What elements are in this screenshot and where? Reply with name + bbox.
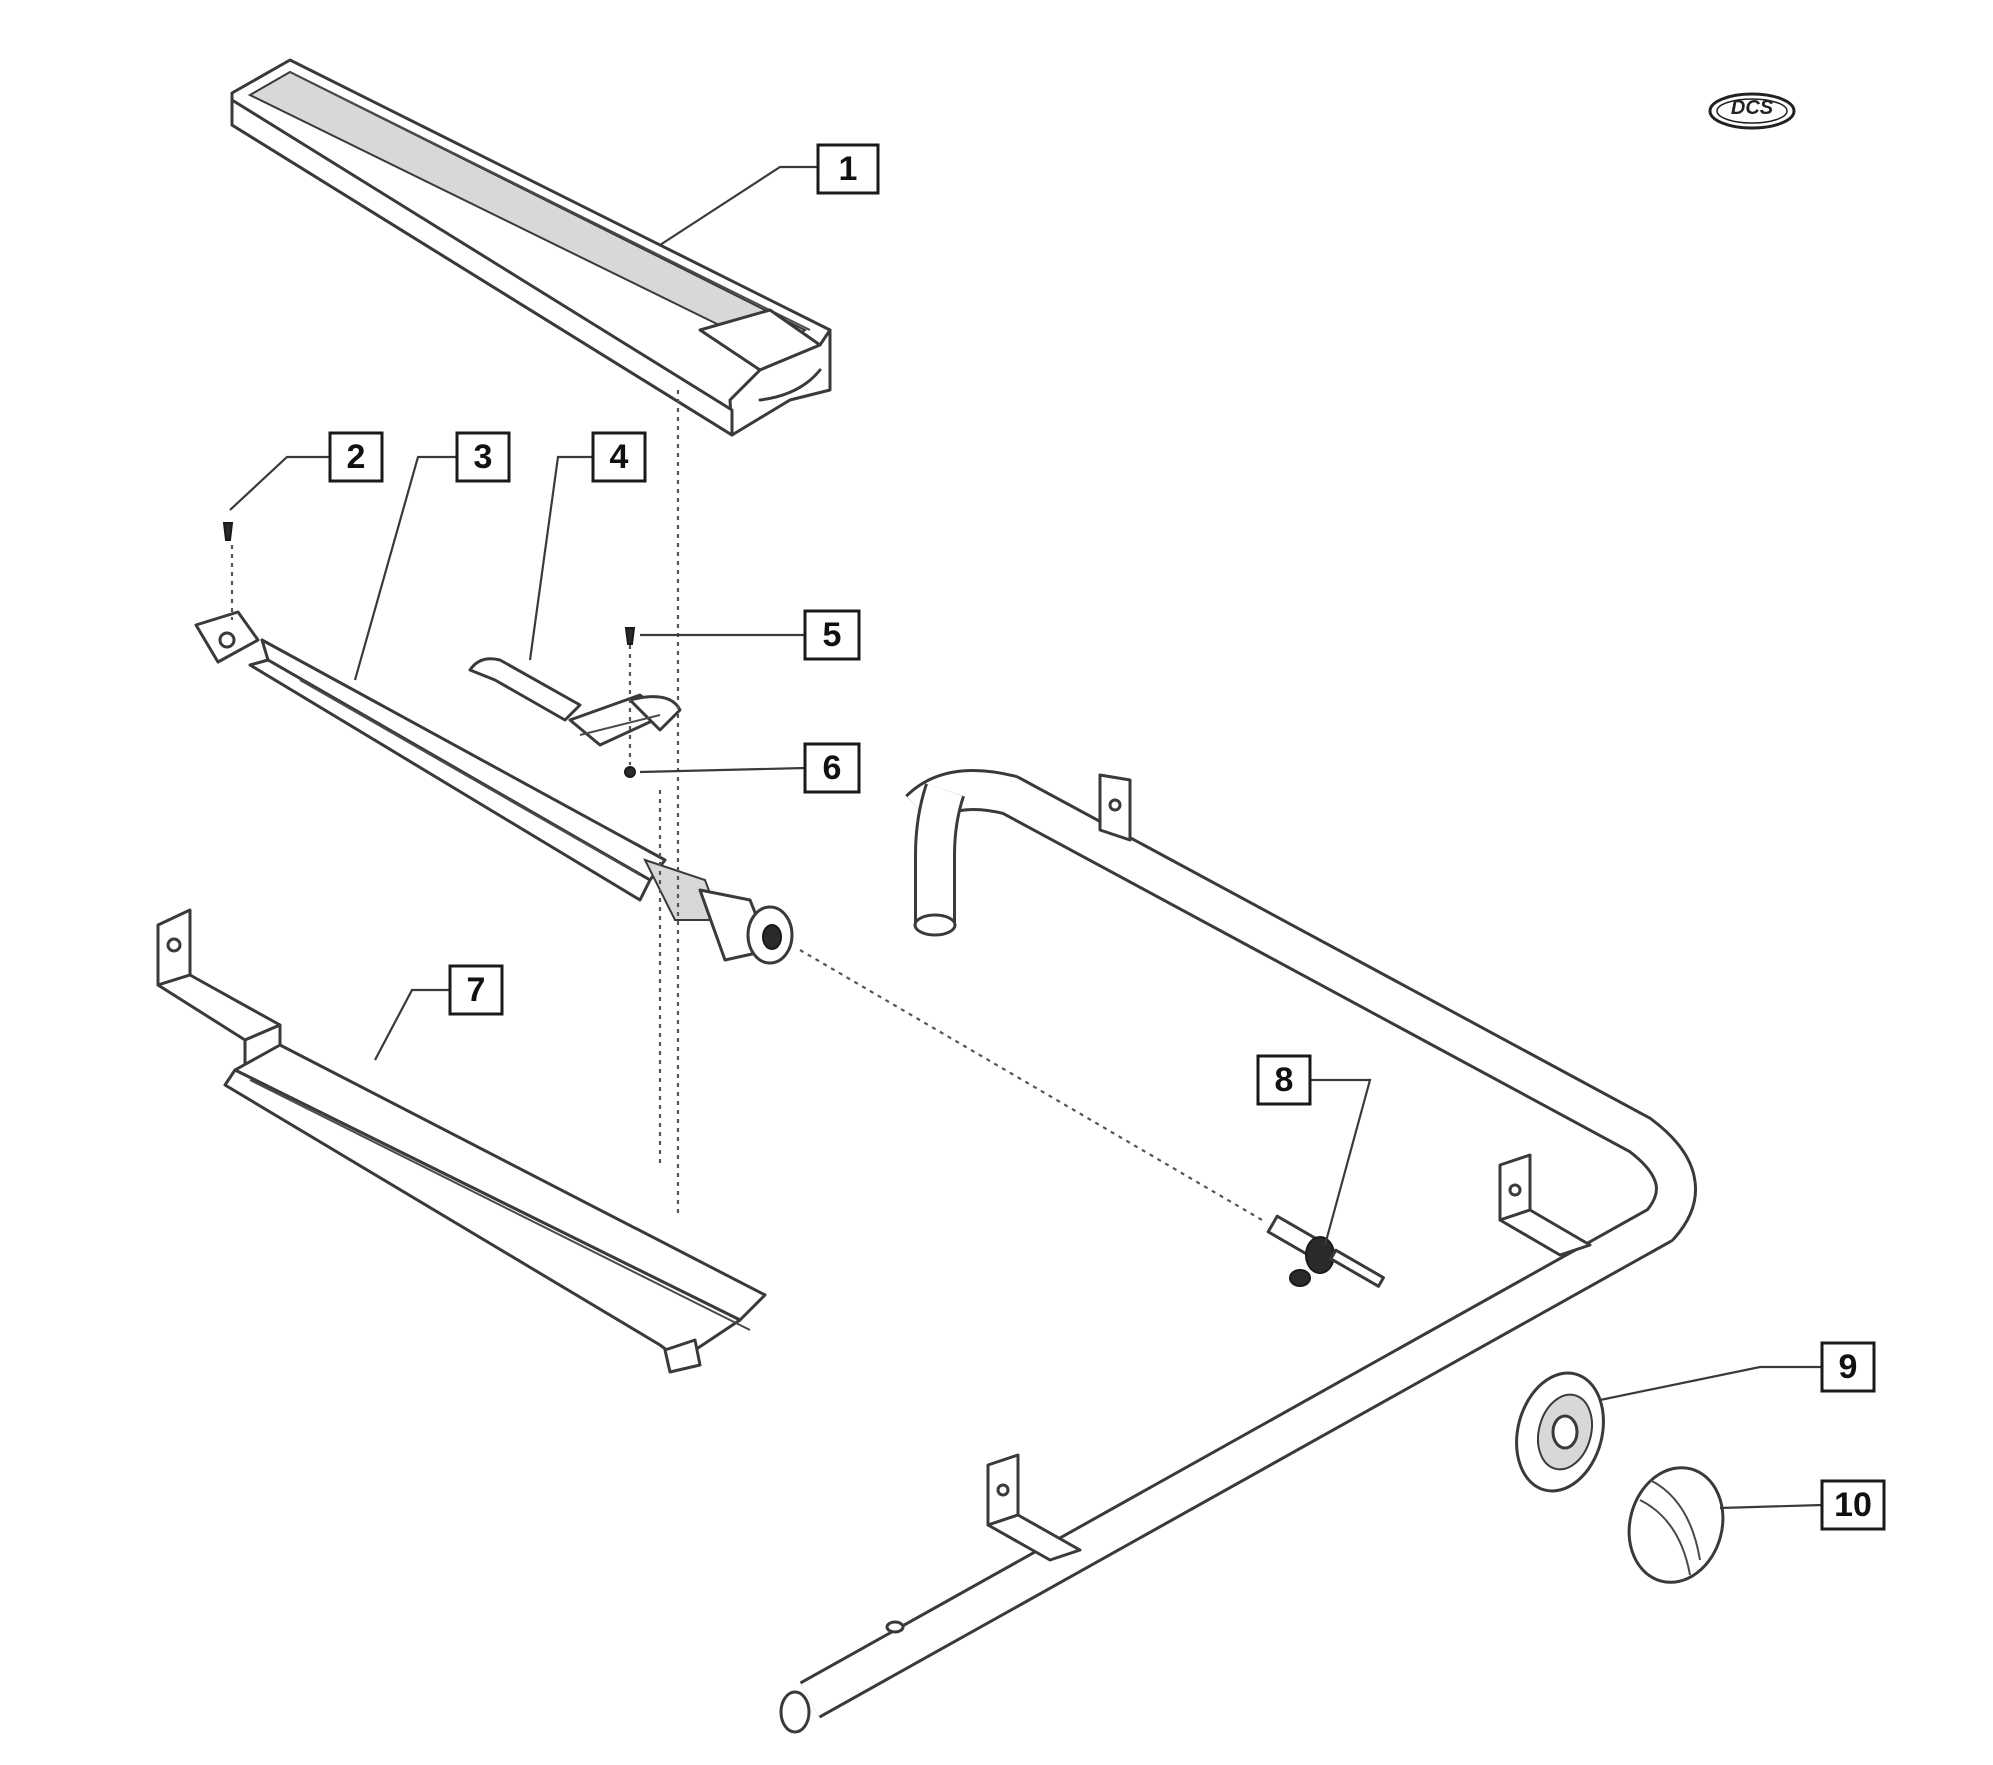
callout-4: 4 [591, 431, 647, 483]
dcs-logo: DCS [1708, 92, 1796, 130]
alignment-lines [230, 390, 1263, 1221]
callout-1: 1 [816, 143, 880, 195]
callout-4-label: 4 [610, 438, 629, 476]
part-6-nut [624, 766, 636, 778]
callout-8-label: 8 [1275, 1061, 1294, 1099]
part-8-valve [1266, 1214, 1385, 1288]
callout-5-label: 5 [823, 616, 842, 654]
logo-text: DCS [1731, 97, 1774, 119]
callout-10-label: 10 [1834, 1486, 1872, 1524]
callout-6-label: 6 [823, 749, 842, 787]
callout-7-label: 7 [467, 971, 486, 1009]
part-2-screw [222, 522, 234, 541]
part-9-bezel [1515, 1371, 1605, 1493]
part-1-burner-tray [230, 58, 832, 437]
callout-2: 2 [328, 431, 384, 483]
callout-3-label: 3 [474, 438, 493, 476]
callout-1-label: 1 [839, 150, 858, 188]
part-10-knob [1627, 1466, 1725, 1584]
part-7-heat-shield [156, 908, 767, 1374]
callout-5: 5 [803, 609, 861, 661]
part-5-screw [624, 627, 636, 645]
callout-6: 6 [803, 742, 861, 794]
leader-lines [229, 165, 1823, 1510]
callout-9: 9 [1820, 1341, 1876, 1393]
callout-7: 7 [448, 964, 504, 1016]
manifold-pipe [779, 769, 1697, 1734]
callout-2-label: 2 [347, 438, 366, 476]
callout-3: 3 [455, 431, 511, 483]
callout-9-label: 9 [1839, 1348, 1858, 1386]
callout-8: 8 [1256, 1054, 1312, 1106]
callout-10: 10 [1820, 1479, 1886, 1531]
part-4-igniter-bracket [468, 657, 682, 747]
part-3-burner-tube [194, 610, 794, 965]
